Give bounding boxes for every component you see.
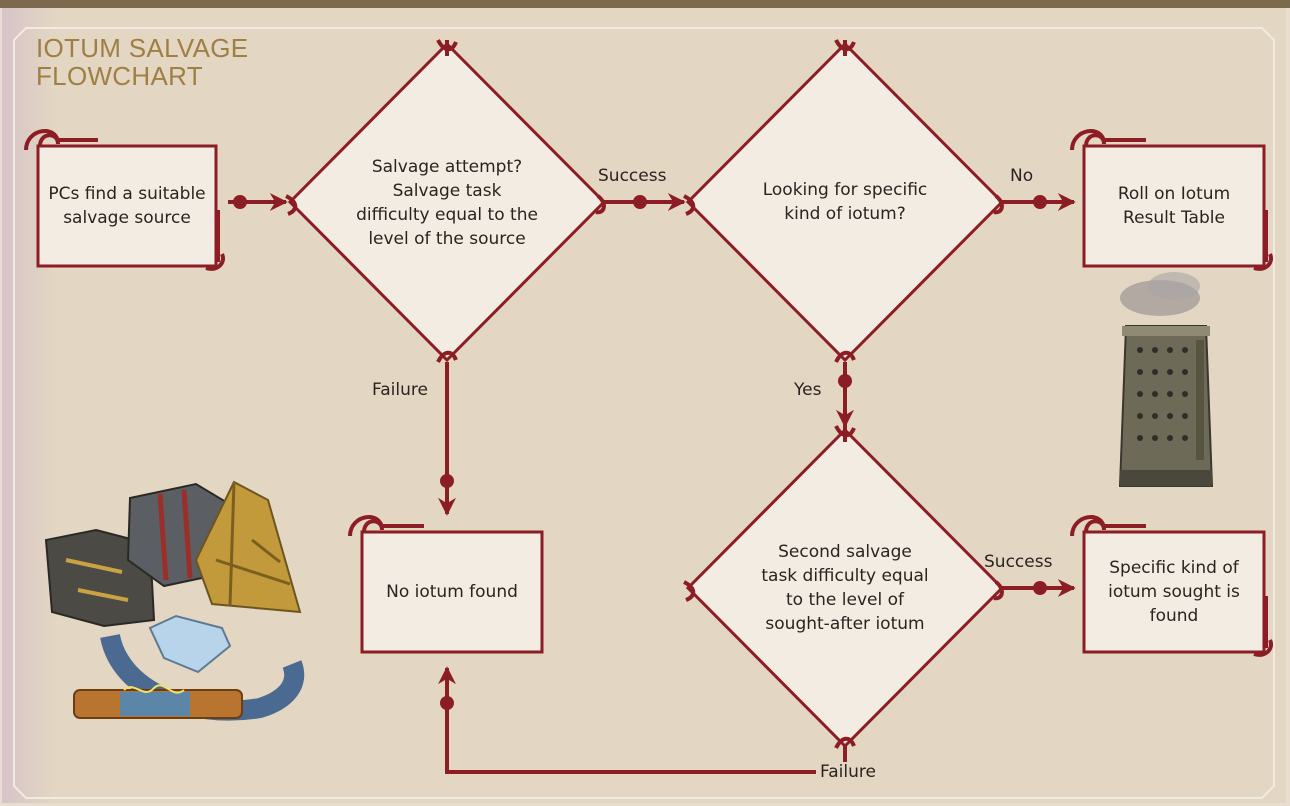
node-salvage-attempt-label: Salvage attempt? Salvage task difficulty…: [356, 157, 538, 249]
edge-label-success-1: Success: [598, 166, 667, 186]
node-specific-kind-diamond: [683, 39, 1005, 363]
node-start-box: [24, 129, 225, 271]
connector-attempt-success: [604, 193, 686, 211]
node-second-salvage-label: Second salvage task difficulty equal to …: [761, 542, 929, 634]
node-start-label: PCs find a suitable salvage source: [48, 184, 206, 228]
node-second-salvage-diamond: [683, 425, 1005, 749]
edge-label-no: No: [1010, 166, 1034, 186]
page-title: IOTUM SALVAGE FLOWCHART: [36, 34, 248, 90]
edge-label-yes: Yes: [794, 380, 822, 400]
edge-label-failure-1: Failure: [372, 380, 428, 400]
connector-specific-yes: [836, 362, 854, 428]
connector-second-failure: [438, 666, 847, 774]
edge-label-success-2: Success: [984, 552, 1053, 572]
connector-start-to-attempt: [228, 193, 288, 211]
node-salvage-attempt-diamond: [285, 39, 607, 363]
node-roll-table-box: [1070, 129, 1273, 271]
node-roll-table-label: Roll on Iotum Result Table: [1117, 184, 1231, 228]
title-line-1: IOTUM SALVAGE: [36, 33, 249, 63]
node-specific-found-box: [1070, 515, 1273, 657]
connector-second-success: [1002, 579, 1076, 597]
iotum-furnace-icon: [1118, 272, 1214, 487]
node-no-iotum-label: No iotum found: [386, 582, 518, 602]
edge-label-failure-2: Failure: [816, 762, 880, 782]
title-line-2: FLOWCHART: [36, 61, 203, 91]
connector-specific-no: [1002, 193, 1076, 211]
iotum-artifacts-icon: [44, 480, 305, 721]
node-no-iotum-box: [348, 515, 544, 654]
connector-attempt-failure: [438, 362, 456, 516]
node-specific-kind-label: Looking for specific kind of iotum?: [762, 180, 928, 224]
node-specific-found-label: Specific kind of iotum sought is found: [1108, 558, 1240, 626]
